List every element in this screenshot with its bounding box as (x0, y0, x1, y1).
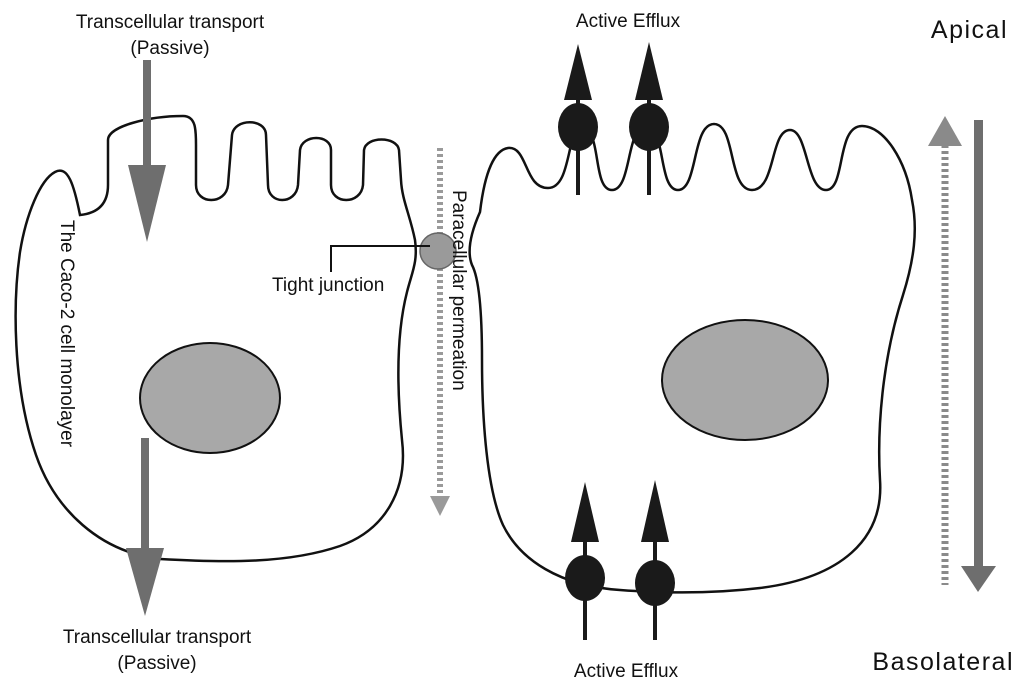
tight-junction-dot (419, 232, 457, 270)
transcellular-top-label-line1: Transcellular transport (76, 12, 265, 33)
left-nucleus (139, 342, 281, 454)
active-efflux-top-label: Active Efflux (576, 11, 681, 32)
transcellular-arrow-top (128, 60, 166, 242)
efflux-transporter-bottom-2 (635, 480, 675, 640)
paracellular-label: Paracellular permeation (448, 190, 469, 391)
right-nucleus (661, 319, 829, 441)
apical-up-arrow (928, 116, 962, 585)
efflux-transporter-top-1 (558, 44, 598, 195)
basolateral-label: Basolateral (872, 648, 1014, 676)
efflux-transporter-bottom-1 (565, 482, 605, 640)
transcellular-bottom-label-line2: (Passive) (117, 653, 196, 674)
transcellular-bottom-label-line1: Transcellular transport (63, 627, 252, 648)
active-efflux-bottom-label: Active Efflux (574, 661, 679, 682)
transcellular-arrow-bottom (126, 438, 164, 616)
paracellular-arrow (430, 148, 450, 516)
efflux-transporter-top-2 (629, 42, 669, 195)
left-cell-membrane (14, 114, 417, 563)
apical-label: Apical (931, 16, 1008, 44)
monolayer-label: The Caco-2 cell monolayer (56, 220, 77, 448)
basolateral-down-arrow (961, 120, 996, 592)
transcellular-top-label-line2: (Passive) (130, 38, 209, 59)
tight-junction-label: Tight junction (272, 275, 384, 296)
tight-junction (330, 232, 457, 272)
tight-junction-pointer (330, 245, 430, 272)
right-cell-membrane (468, 122, 917, 594)
